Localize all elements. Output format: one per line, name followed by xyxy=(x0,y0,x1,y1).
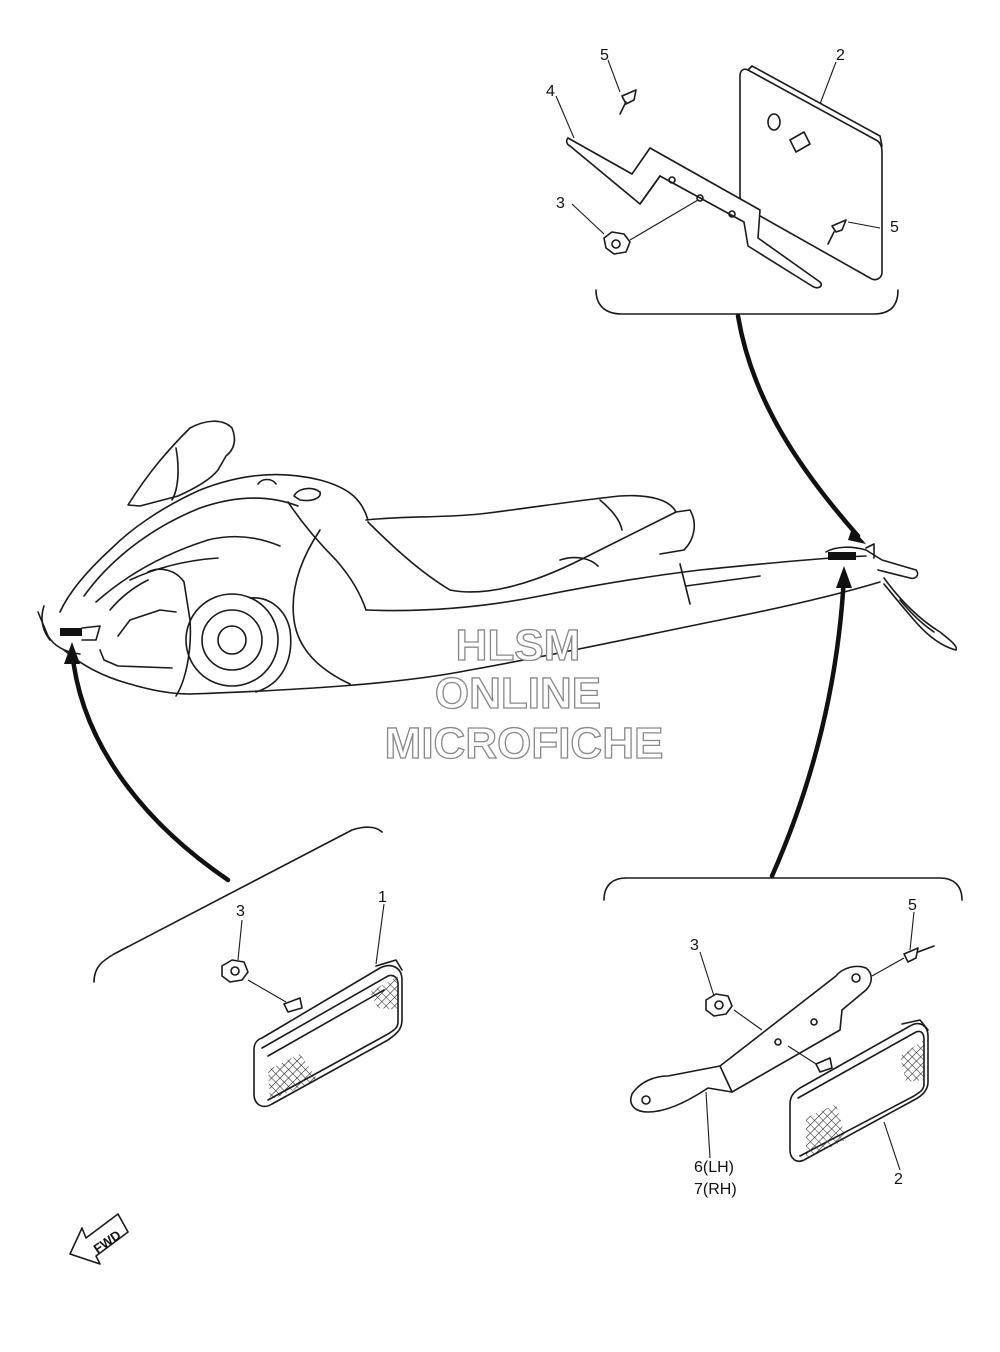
watermark-line-3: MICROFICHE xyxy=(385,719,664,768)
front-inset: 3 1 xyxy=(93,826,403,1108)
watermark-line-1: HLSM xyxy=(456,621,581,670)
callout-rear-3: 3 xyxy=(690,937,699,954)
watermark: HLSM ONLINE MICROFICHE xyxy=(384,620,664,768)
callout-rear-6-lh: 6(LH) xyxy=(694,1159,734,1176)
callout-top-3: 3 xyxy=(556,195,565,212)
fwd-direction-marker: FWD xyxy=(69,1213,129,1265)
watermark-line-2: ONLINE xyxy=(435,669,601,718)
callout-top-5a: 5 xyxy=(600,47,609,64)
callout-front-1: 1 xyxy=(378,889,387,906)
callout-rear-2: 2 xyxy=(894,1171,903,1188)
top-inset: 5 2 4 3 5 xyxy=(546,47,899,315)
rear-inset: 3 5 6(LH) 7(RH) 2 xyxy=(603,877,963,1198)
callout-top-2: 2 xyxy=(836,47,845,64)
callout-top-5b: 5 xyxy=(890,219,899,236)
callout-rear-5: 5 xyxy=(908,897,917,914)
callout-front-3: 3 xyxy=(236,903,245,920)
callout-rear-7-rh: 7(RH) xyxy=(694,1181,737,1198)
leader-lines xyxy=(64,313,866,883)
callout-top-4: 4 xyxy=(546,83,555,100)
